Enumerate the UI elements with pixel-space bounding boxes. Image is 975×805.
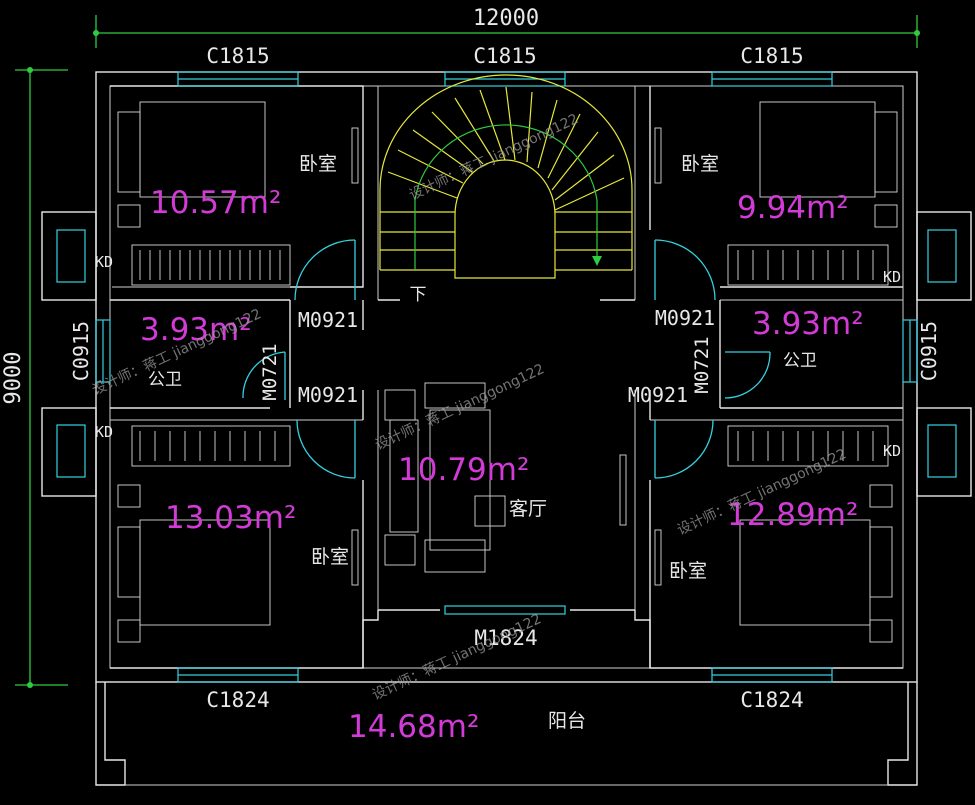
area-bedroom-bl: 13.03m²	[165, 500, 296, 536]
total-height-label: 9000	[1, 352, 26, 405]
watermark: 设计师：蒋工 jianggong122	[373, 361, 547, 453]
door-label-tl: M0921	[298, 308, 358, 332]
dimension-lines	[15, 15, 920, 688]
window-label-bottom-right: C1824	[740, 688, 803, 712]
room-name-bedroom-br: 卧室	[669, 560, 707, 582]
area-bedroom-tr: 9.94m²	[737, 190, 849, 226]
window-label-top-right: C1815	[740, 44, 803, 68]
windows	[95, 71, 918, 683]
window-label-top-mid: C1815	[473, 44, 536, 68]
balcony-railing	[95, 682, 918, 786]
window-label-right: C0915	[917, 321, 941, 381]
ac-label-tl: KD	[95, 253, 113, 271]
room-name-bedroom-bl: 卧室	[311, 546, 349, 568]
area-living: 10.79m²	[398, 452, 529, 488]
area-balcony: 14.68m²	[348, 709, 479, 745]
area-bath-right: 3.93m²	[752, 306, 864, 342]
door-label-left-bath: M0721	[259, 343, 281, 400]
watermark: 设计师：蒋工 jianggong122	[407, 111, 581, 203]
ac-units	[41, 211, 972, 497]
door-label-right-bath: M0721	[691, 336, 713, 393]
room-name-bedroom-tr: 卧室	[681, 153, 719, 175]
door-label-entry: M1824	[474, 626, 537, 650]
room-name-balcony: 阳台	[548, 710, 586, 732]
room-name-living: 客厅	[509, 498, 547, 520]
ac-label-tr: KD	[883, 268, 901, 286]
door-label-mr: M0921	[628, 383, 688, 407]
door-label-tr: M0921	[655, 306, 715, 330]
ac-label-bl: KD	[95, 423, 113, 441]
room-name-bath-left: 公卫	[148, 370, 182, 390]
area-bedroom-br: 12.89m²	[727, 497, 858, 533]
window-label-left: C0915	[69, 321, 93, 381]
spiral-staircase	[379, 74, 633, 279]
area-bedroom-tl: 10.57m²	[150, 185, 281, 221]
furniture	[117, 101, 898, 643]
ac-label-br: KD	[883, 442, 901, 460]
area-bath-left: 3.93m²	[140, 312, 252, 348]
window-label-top-left: C1815	[206, 44, 269, 68]
room-name-bedroom-tl: 卧室	[299, 153, 337, 175]
door-label-ml: M0921	[298, 383, 358, 407]
room-name-bath-right: 公卫	[783, 351, 817, 371]
stair-direction-label: 下	[410, 285, 427, 305]
watermark: 设计师：蒋工 jianggong122	[370, 611, 544, 703]
door-swings	[242, 239, 771, 479]
total-width-label: 12000	[473, 6, 539, 31]
window-label-bottom-left: C1824	[206, 688, 269, 712]
interior-walls	[110, 85, 903, 669]
